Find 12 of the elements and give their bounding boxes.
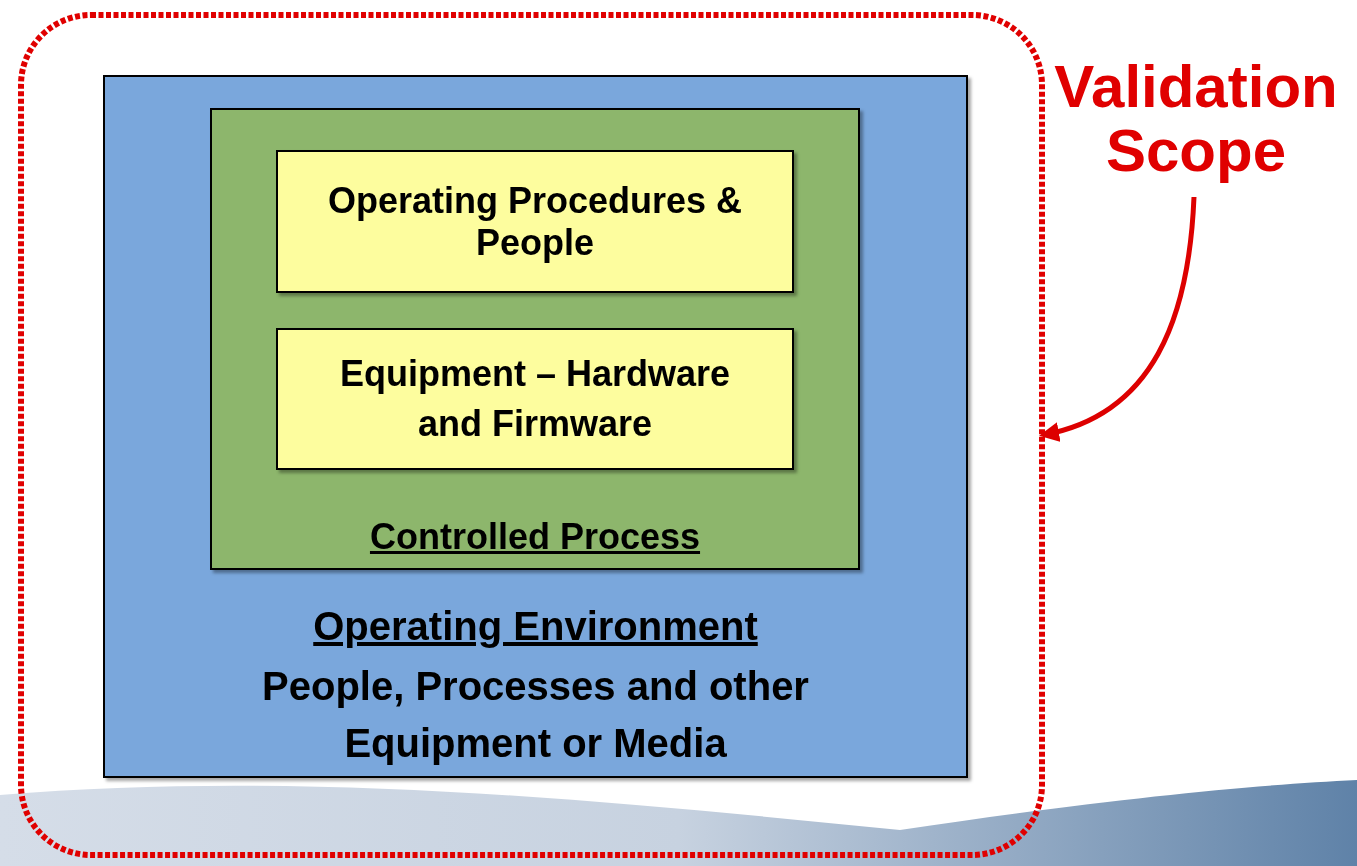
environment-heading: Operating Environment bbox=[312, 603, 759, 650]
environment-box bbox=[103, 75, 968, 778]
process-heading: Controlled Process bbox=[368, 515, 702, 559]
scope-boundary bbox=[18, 12, 1045, 858]
arrow bbox=[1039, 196, 1197, 441]
box-text: Operating Procedures & People bbox=[326, 179, 744, 264]
environment-description: People, Processes and other Equipment or Media bbox=[261, 663, 810, 767]
controlled-process-box bbox=[210, 108, 860, 570]
equipment-box bbox=[276, 328, 794, 470]
procedures-box bbox=[276, 150, 794, 293]
box-text: Equipment – Hardware and Firmware bbox=[338, 352, 732, 446]
scope-label: Validation Scope bbox=[1040, 55, 1352, 185]
